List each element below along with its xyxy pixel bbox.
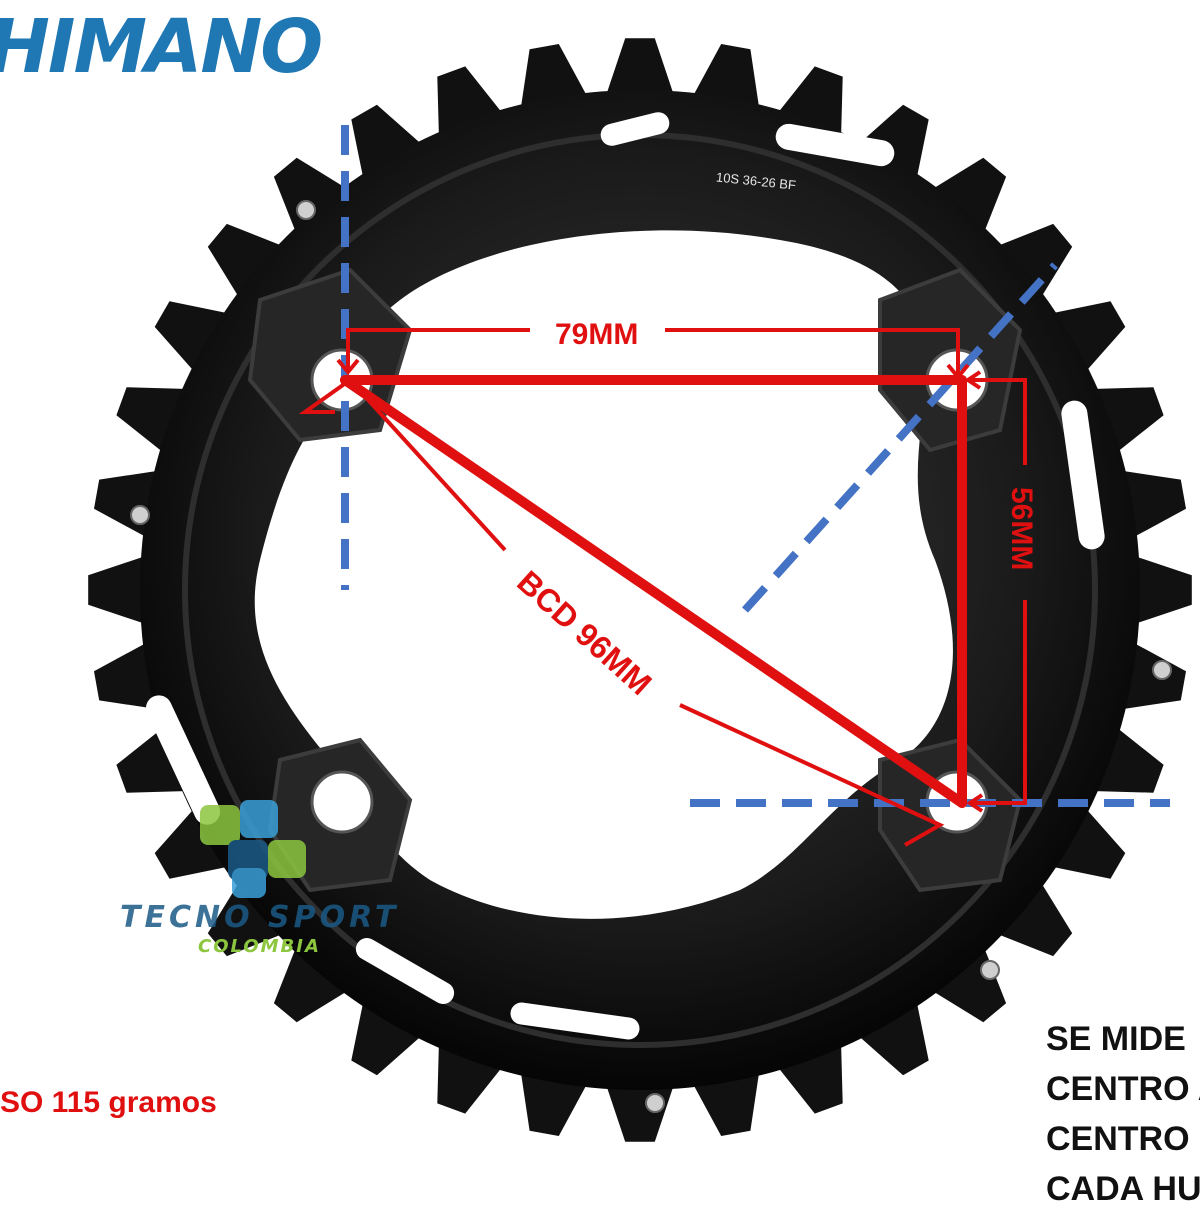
watermark-logo-icon bbox=[200, 800, 306, 898]
chainring-tooth bbox=[273, 157, 354, 239]
bolt-hole-bottom-left bbox=[310, 770, 374, 834]
chainring-tooth bbox=[926, 157, 1007, 239]
chainring-tooth bbox=[207, 876, 289, 957]
note-line-2: CENTRO A bbox=[1046, 1070, 1200, 1108]
note-line-3: CENTRO bbox=[1046, 1120, 1190, 1158]
note-line-4: CADA HU bbox=[1046, 1170, 1200, 1208]
chainring-tooth bbox=[1045, 301, 1126, 377]
watermark-name: TECNO SPORT bbox=[120, 900, 400, 935]
weight-text: SO 115 gramos bbox=[0, 1086, 217, 1119]
watermark-country: COLOMBIA bbox=[198, 936, 321, 957]
diagonal-guide-line bbox=[742, 262, 1058, 613]
chainring-tooth bbox=[351, 995, 427, 1076]
chainring-tooth bbox=[154, 301, 235, 377]
chainring-tooth bbox=[207, 223, 289, 304]
chainring-tooth bbox=[273, 941, 354, 1023]
chainring-tooth bbox=[853, 995, 929, 1076]
guide-lines bbox=[341, 125, 1170, 807]
bcd-triangle bbox=[340, 375, 967, 808]
dimension-leaders bbox=[298, 328, 1027, 847]
chainring-tooth bbox=[88, 554, 152, 626]
height-dimension-label: 56MM bbox=[1005, 487, 1038, 570]
center-opening bbox=[254, 230, 953, 919]
chainring-tooth bbox=[991, 223, 1073, 304]
brand-logo: HIMANO bbox=[0, 4, 323, 90]
width-dimension-label: 79MM bbox=[555, 318, 638, 351]
chainring-tooth bbox=[1045, 803, 1126, 879]
chainring-tooth bbox=[604, 38, 676, 102]
chainring-tooth bbox=[351, 104, 427, 185]
chainring-teeth bbox=[88, 38, 1192, 1142]
chainring-pins bbox=[130, 200, 1172, 1113]
chainring-tooth bbox=[991, 876, 1073, 957]
note-line-1: SE MIDE bbox=[1046, 1020, 1186, 1058]
chainring-slots bbox=[145, 112, 1105, 1040]
chainring-tooth bbox=[1128, 554, 1192, 626]
chainring-tooth bbox=[154, 803, 235, 879]
